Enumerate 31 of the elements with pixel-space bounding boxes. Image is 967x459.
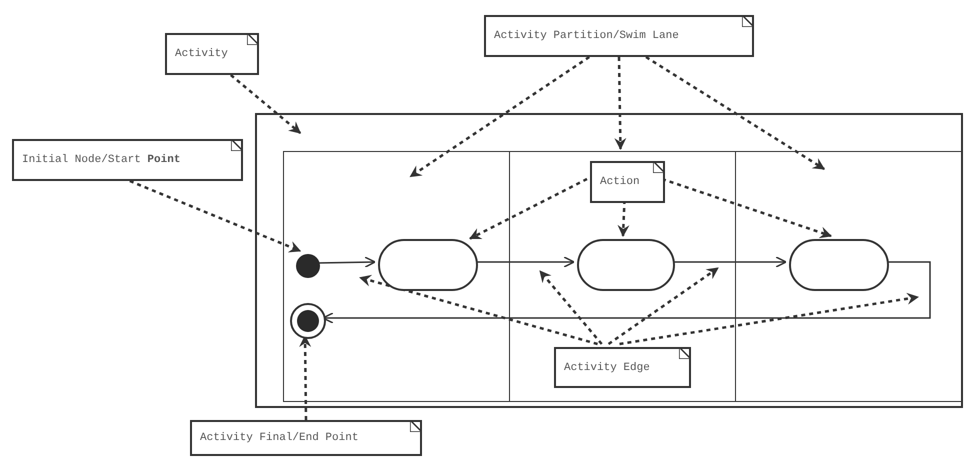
note-box: [165, 33, 259, 75]
final-node: [290, 303, 326, 339]
swim-lane: [283, 151, 510, 402]
note-text: Activity Final/End Point: [200, 432, 358, 444]
note-text: Activity: [175, 48, 228, 60]
note-box: [554, 347, 691, 388]
leader-arrow: [230, 74, 302, 134]
leader-arrow: [619, 292, 919, 346]
note-text: Activity Edge: [564, 362, 650, 374]
action-node: [378, 239, 478, 291]
leader-arrow: [359, 274, 598, 346]
leader-arrow: [539, 270, 603, 345]
leader-arrow: [614, 56, 626, 150]
action-node: [577, 239, 675, 291]
leader-arrow: [129, 180, 302, 252]
note-text: Action: [600, 176, 640, 188]
swim-lane: [735, 151, 963, 402]
activity-frame: [255, 113, 963, 408]
note-box: [590, 161, 665, 203]
note-box: [484, 15, 754, 57]
note-text: Initial Node/Start Point: [22, 154, 180, 166]
note-box: [12, 139, 243, 181]
action-node: [789, 239, 889, 291]
swim-lane: [509, 151, 736, 402]
leader-arrow: [410, 56, 590, 178]
leader-arrow: [608, 266, 719, 346]
leader-arrow: [645, 56, 826, 170]
initial-node: [296, 254, 320, 278]
note-box: [190, 420, 422, 456]
leader-arrow: [469, 178, 588, 240]
note-text: Activity Partition/Swim Lane: [494, 30, 679, 42]
